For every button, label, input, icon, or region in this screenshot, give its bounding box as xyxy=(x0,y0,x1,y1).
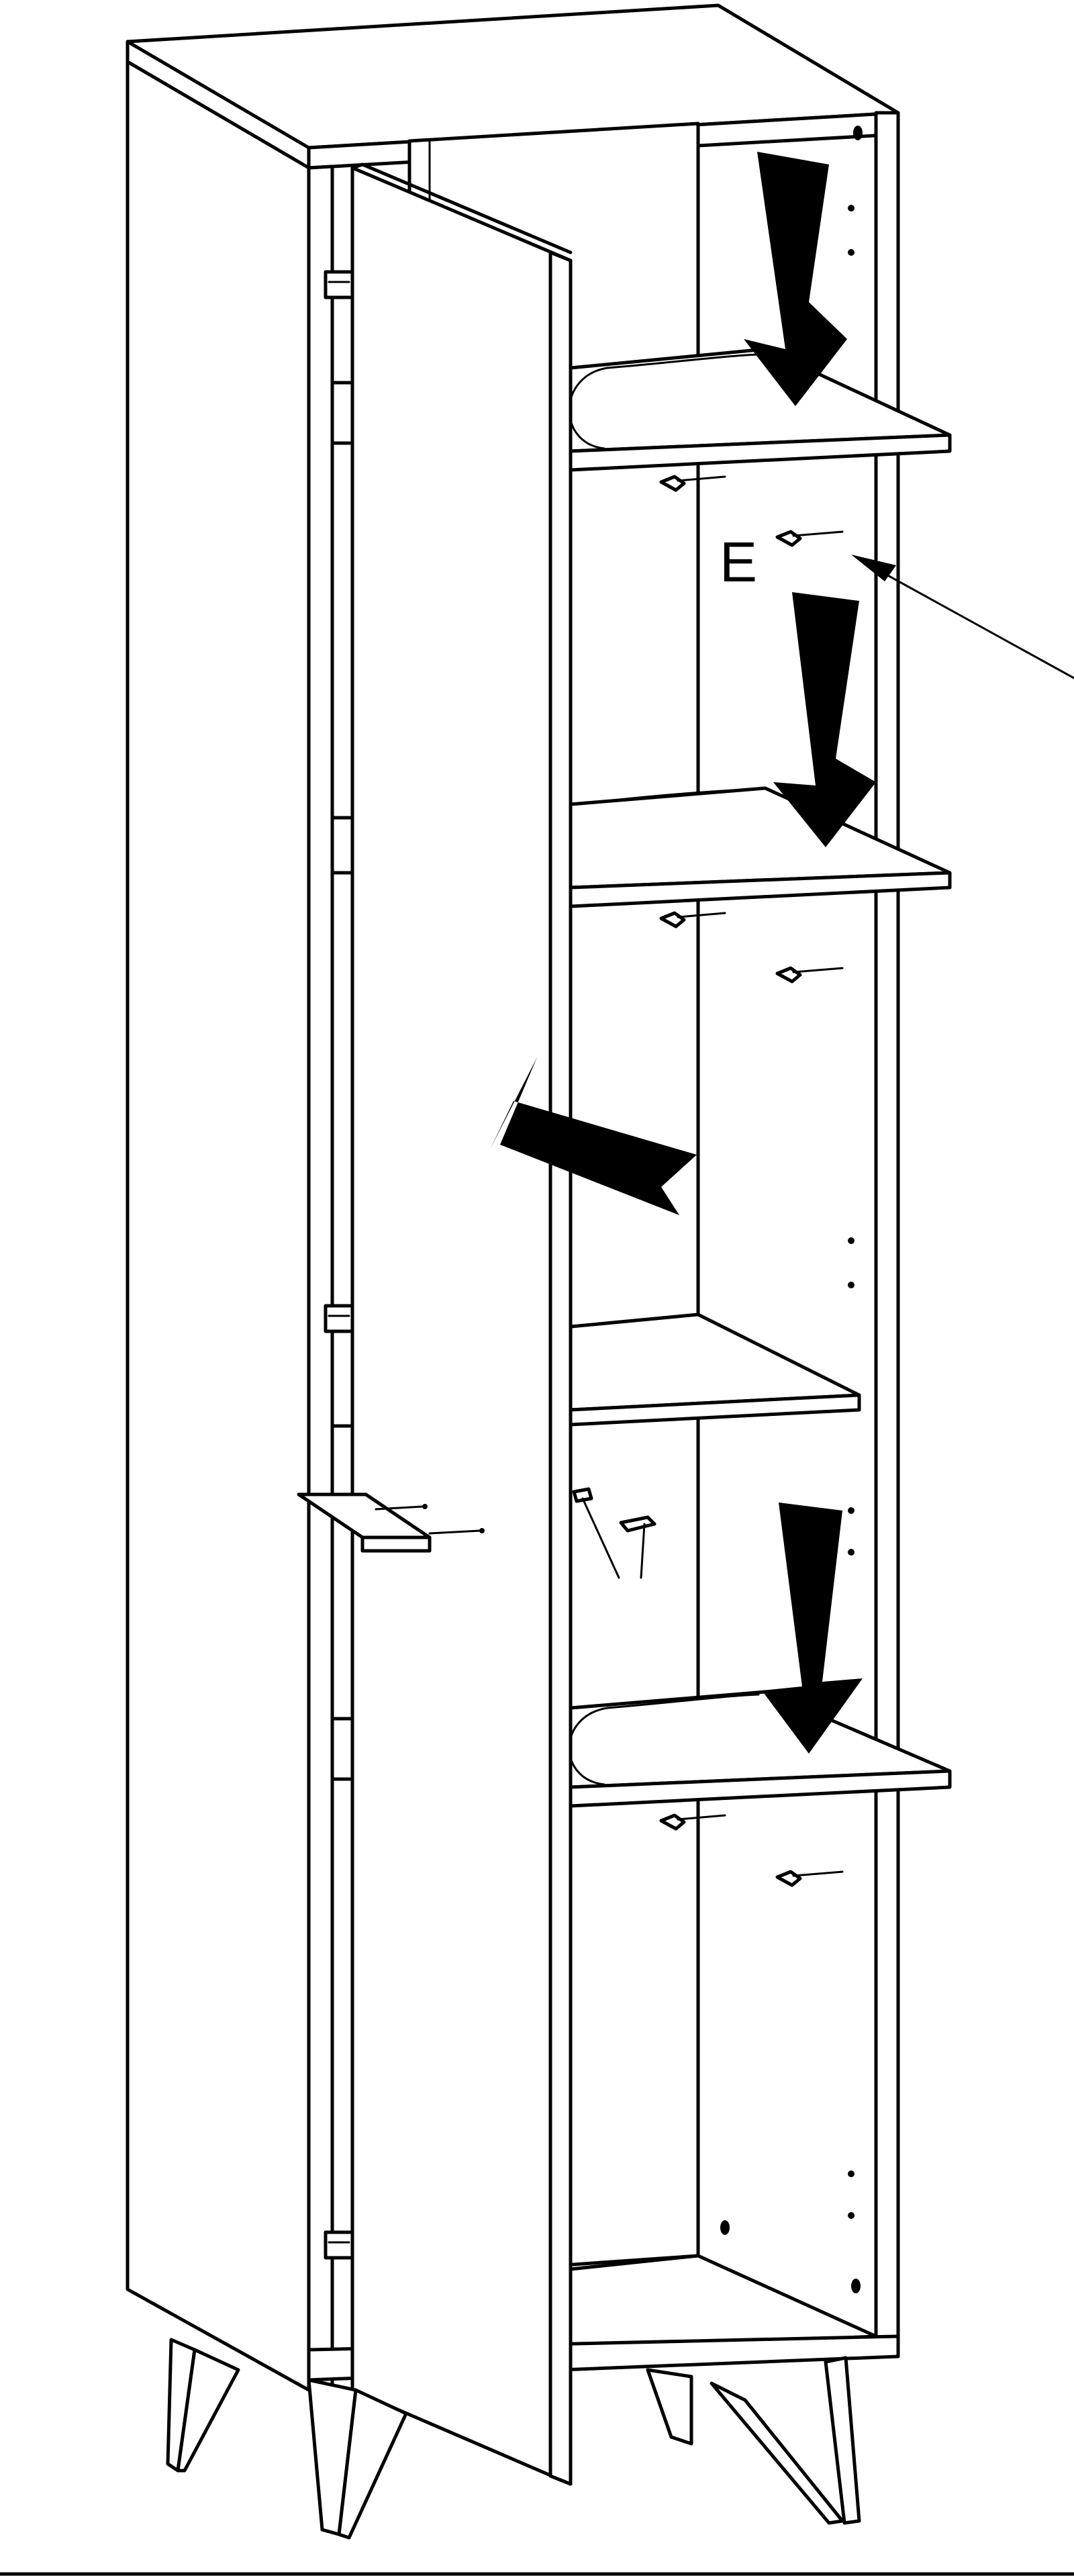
callout-leader xyxy=(863,561,1074,679)
legs xyxy=(166,2338,861,2540)
hinges xyxy=(324,270,354,2260)
door-handle xyxy=(297,1492,485,1553)
open-door-arrow-icon xyxy=(490,1057,697,1215)
leg-front-right xyxy=(710,2356,861,2525)
shelf-pin-icon xyxy=(775,1870,844,1887)
callout-arrowhead xyxy=(851,555,896,581)
screw-icon xyxy=(619,1515,656,1579)
part-label: E xyxy=(720,530,757,593)
bottom-shelf xyxy=(569,2254,878,2352)
leg-front-center xyxy=(307,2378,408,2540)
down-arrow-icon xyxy=(762,1502,863,1754)
door-front-edge xyxy=(548,250,573,2486)
hinge-icon xyxy=(324,1304,354,1333)
shelf-pin-icon xyxy=(659,1813,726,1831)
down-arrow-icon xyxy=(744,152,847,406)
screw-icon xyxy=(572,1487,620,1579)
instruction-arrows xyxy=(490,152,876,1754)
cabinet-door xyxy=(350,162,573,2486)
shelf-pins xyxy=(659,475,844,1887)
screws xyxy=(572,1487,656,1579)
drill-holes xyxy=(720,126,863,2293)
shelf-pin-icon xyxy=(659,911,726,928)
callout-e: E xyxy=(720,530,1074,679)
down-arrow-icon xyxy=(773,592,876,847)
hinge-icon xyxy=(324,270,354,299)
hinge-icon xyxy=(324,2230,354,2260)
shelf-pin-icon xyxy=(659,475,726,492)
door-panel xyxy=(350,166,573,2486)
shelf-pin-icon xyxy=(775,530,844,547)
shelf-3 xyxy=(569,1313,861,1427)
leg-front-left xyxy=(166,2338,240,2473)
left-side-panel xyxy=(126,60,311,2392)
left-side-front-edge xyxy=(307,164,334,2392)
leg-back-right xyxy=(646,2368,693,2446)
shelf-pin-icon xyxy=(775,966,844,984)
